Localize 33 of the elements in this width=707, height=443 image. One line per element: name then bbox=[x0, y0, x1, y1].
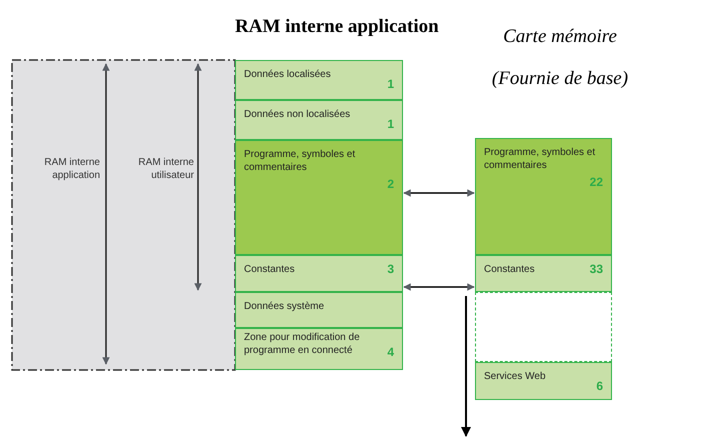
double-arrow bbox=[403, 189, 475, 197]
card-subheading: (Fournie de base) bbox=[490, 68, 630, 90]
block-number: 2 bbox=[387, 177, 394, 191]
block-label: Données système bbox=[244, 300, 324, 313]
block-label: Données localisées bbox=[244, 68, 331, 81]
block-label: Services Web bbox=[484, 370, 546, 383]
block-number: 1 bbox=[387, 77, 394, 91]
memory-block bbox=[475, 362, 612, 400]
memory-block bbox=[235, 100, 403, 140]
block-label: Constantes bbox=[484, 263, 535, 276]
dimension-label: RAM interne utilisateur bbox=[137, 156, 194, 182]
dimension-label: RAM interne application bbox=[43, 156, 100, 182]
block-label: Constantes bbox=[244, 263, 295, 276]
block-label: Programme, symboles et commentaires bbox=[244, 148, 356, 174]
double-arrow bbox=[403, 283, 475, 291]
block-label: Programme, symboles et commentaires bbox=[484, 146, 596, 172]
block-number: 22 bbox=[590, 175, 603, 189]
memory-block bbox=[235, 328, 403, 370]
block-number: 4 bbox=[387, 345, 394, 359]
memory-block bbox=[235, 60, 403, 100]
memory-block bbox=[235, 140, 403, 255]
block-number: 3 bbox=[387, 262, 394, 276]
block-number: 33 bbox=[590, 262, 603, 276]
memory-block bbox=[475, 255, 612, 292]
memory-block bbox=[475, 138, 612, 255]
block-label: Zone pour modification de programme en connecté bbox=[244, 331, 361, 357]
empty-memory-block bbox=[475, 292, 612, 362]
block-label: Données non localisées bbox=[244, 108, 350, 121]
memory-block bbox=[235, 292, 403, 328]
block-number: 1 bbox=[387, 117, 394, 131]
block-number: 6 bbox=[596, 379, 603, 393]
card-heading: Carte mémoire bbox=[502, 26, 618, 48]
memory-block bbox=[235, 255, 403, 292]
